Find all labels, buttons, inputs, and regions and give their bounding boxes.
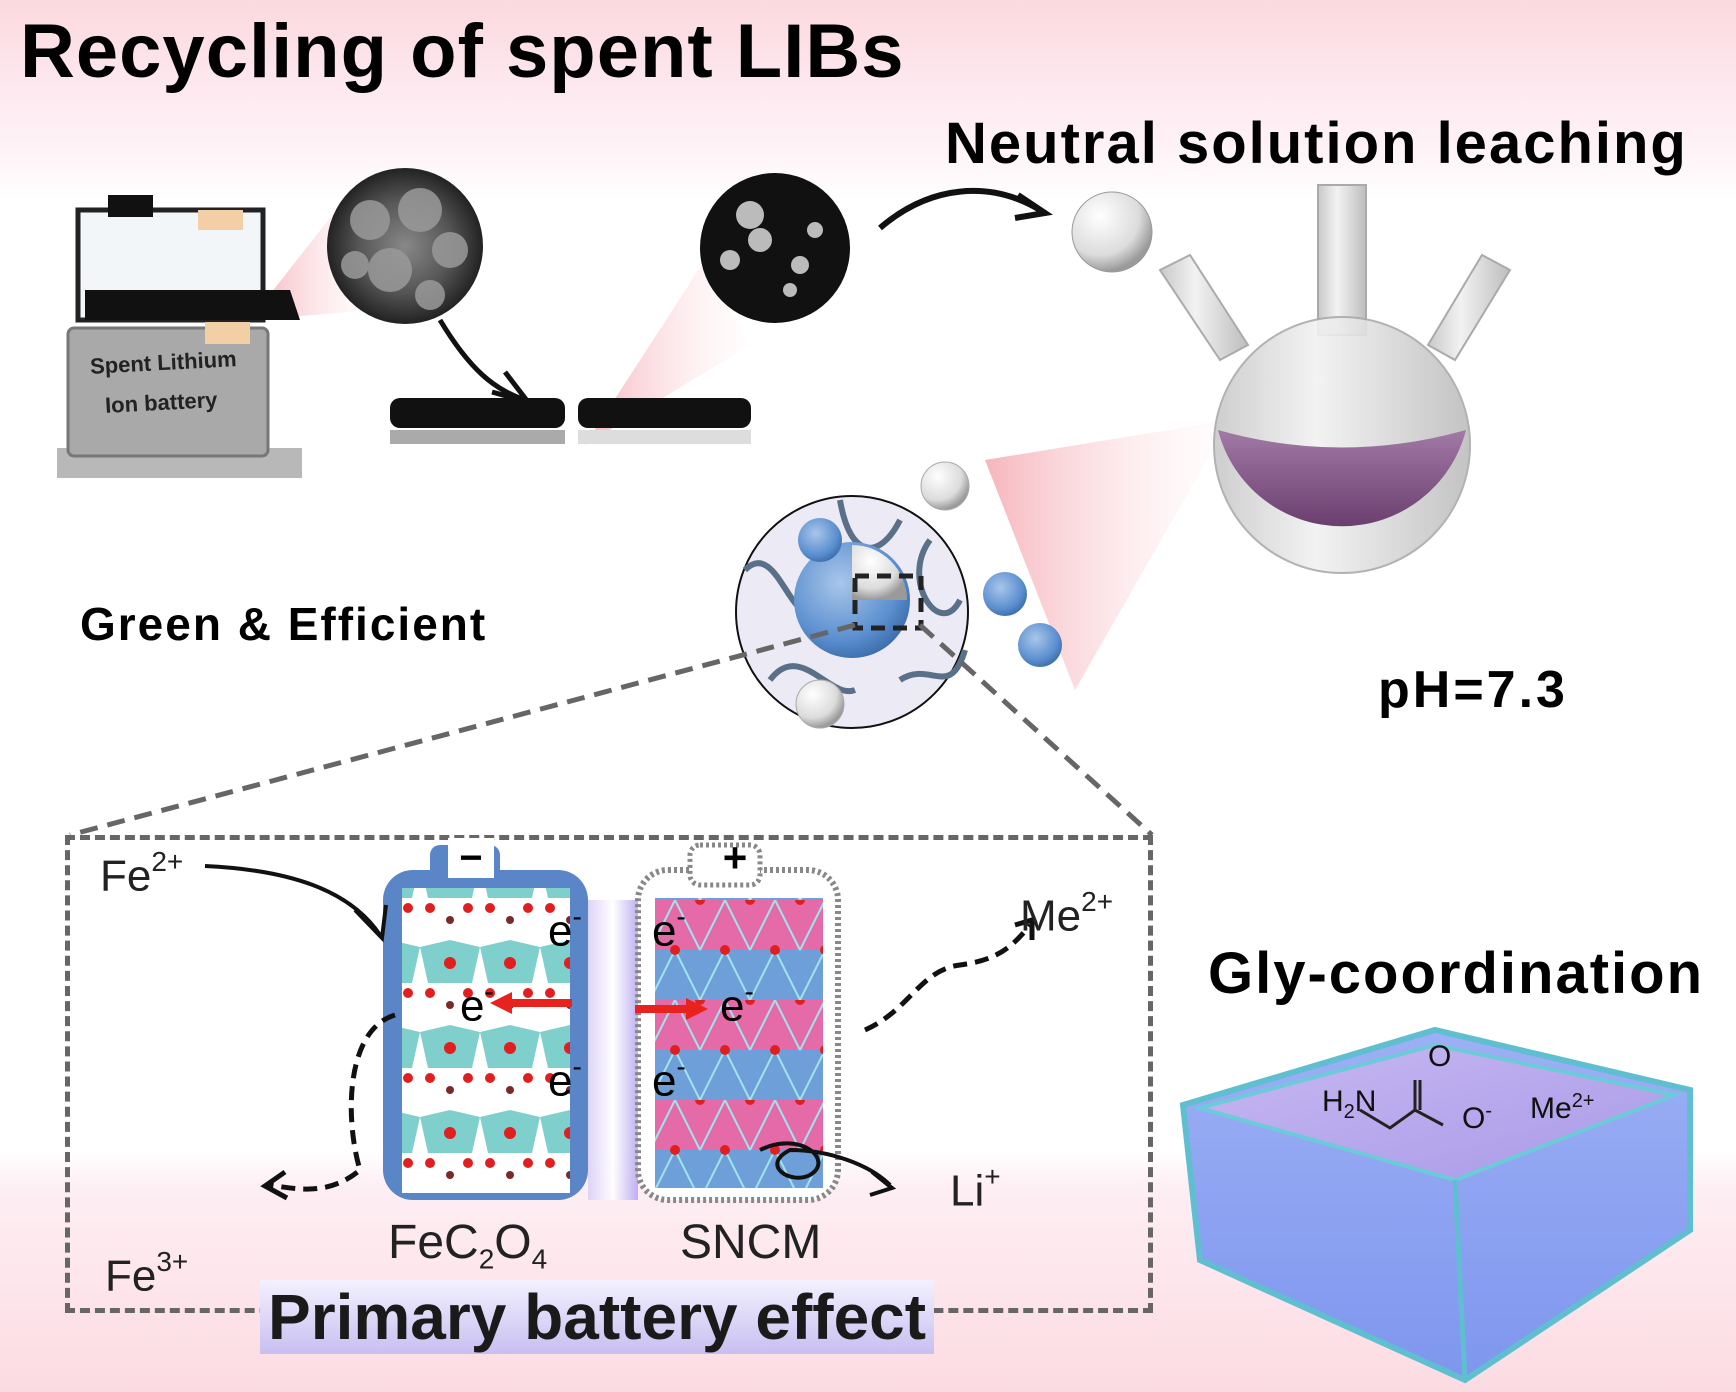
glycine-metal-ion: Me2+ (1530, 1090, 1595, 1125)
me2-ion-label: Me2+ (1020, 886, 1114, 941)
nanocluster-sphere (1071, 191, 1153, 273)
spent-battery-illustration (57, 195, 302, 478)
cathode-plus-sign: + (722, 834, 748, 881)
electron-label: e- (460, 976, 494, 1031)
fe3-ion-label: Fe3+ (105, 1246, 189, 1301)
electron-label: e- (652, 901, 686, 956)
glycine-amine-group: H2N (1322, 1085, 1377, 1123)
electron-label: e- (720, 976, 754, 1031)
green-efficient-label: Green & Efficient (80, 598, 488, 650)
glycine-coordination-box (1179, 1026, 1693, 1384)
particle-layer-right (578, 398, 751, 444)
three-neck-flask (1158, 184, 1512, 574)
electron-label: e- (652, 1051, 686, 1106)
spark-channel (588, 900, 638, 1200)
anode-material-label: FeC2O4 (388, 1216, 548, 1275)
magnified-solution-circle (735, 461, 1062, 729)
anode-minus-sign: − (448, 838, 494, 878)
cathode-material-label: SNCM (680, 1216, 822, 1269)
electron-label: e- (548, 901, 582, 956)
primary-battery-dashed-frame (65, 835, 1153, 1313)
particle-layer-left (390, 398, 565, 444)
leaching-heading: Neutral solution leaching (945, 111, 1688, 176)
fe2-ion-label: Fe2+ (100, 846, 184, 901)
primary-battery-effect-label: Primary battery effect (260, 1280, 935, 1354)
glycine-carbonyl-oxygen: O (1428, 1040, 1452, 1073)
li-ion-label: Li+ (950, 1161, 1001, 1216)
anode-cell (383, 845, 588, 1200)
cathode-cell (635, 842, 841, 1203)
magnify-beam-3 (985, 420, 1230, 690)
gly-coordination-heading: Gly-coordination (1208, 941, 1704, 1006)
ph-value-label: pH=7.3 (1378, 661, 1568, 719)
glycine-carboxylate-oxygen: O- (1462, 1100, 1493, 1135)
sem-image-2 (700, 173, 850, 323)
electron-label: e- (548, 1051, 582, 1106)
page-title: Recycling of spent LIBs (20, 9, 905, 94)
